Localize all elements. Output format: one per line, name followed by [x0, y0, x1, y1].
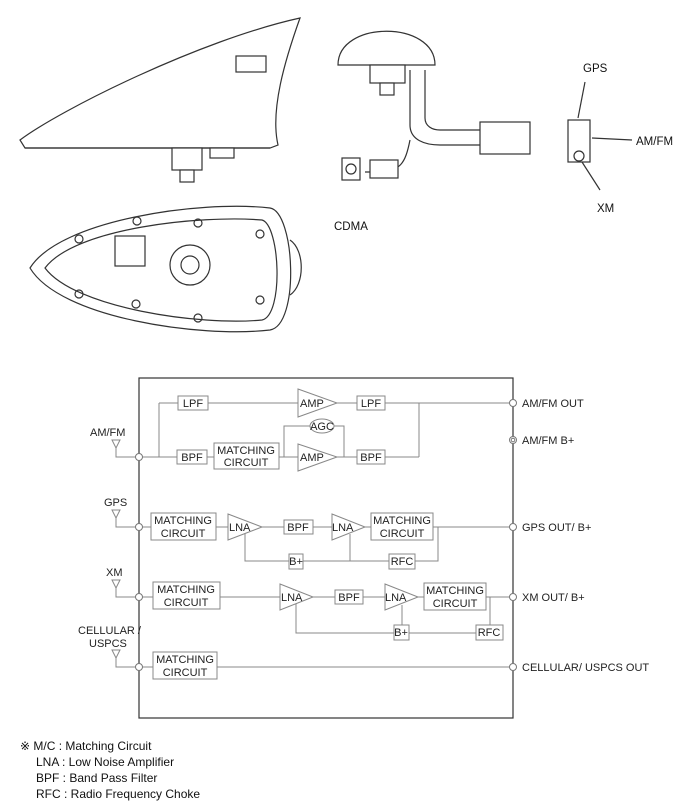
svg-text:B+: B+ [394, 627, 408, 639]
legend-item: RFC : Radio Frequency Choke [36, 787, 200, 801]
lpf-block: LPF [177, 395, 209, 411]
svg-text:BPF: BPF [360, 452, 382, 464]
lna-block: LNA [331, 513, 367, 541]
svg-text:LNA: LNA [385, 592, 407, 604]
cdma-connector-label: CDMA [334, 221, 368, 233]
bpf-block: BPF [356, 449, 386, 465]
antenna-bottom-view [29, 205, 302, 333]
legend-item: BPF : Band Pass Filter [36, 771, 157, 785]
legend-item: ※ M/C : Matching Circuit [20, 739, 152, 753]
svg-text:RFC: RFC [391, 556, 414, 568]
agc-block: AGC [309, 418, 335, 434]
bpf-block: BPF [176, 449, 208, 465]
input-amfm-label: AM/FM [90, 427, 125, 439]
svg-text:BPF: BPF [287, 522, 309, 534]
b-plus-block: B+ [393, 624, 410, 641]
amp-block: AMP [297, 388, 339, 418]
lpf-block: LPF [356, 395, 386, 411]
svg-text:LNA: LNA [229, 522, 251, 534]
svg-text:MATCHING: MATCHING [156, 654, 214, 666]
svg-text:CIRCUIT: CIRCUIT [224, 457, 269, 469]
svg-text:CIRCUIT: CIRCUIT [380, 528, 425, 540]
legend: ※ M/C : Matching Circuit LNA : Low Noise… [20, 739, 200, 801]
svg-text:MATCHING: MATCHING [157, 584, 215, 596]
svg-text:MATCHING: MATCHING [373, 515, 431, 527]
svg-text:B+: B+ [289, 556, 303, 568]
output-amfm-label: AM/FM OUT [522, 398, 584, 410]
module-box [138, 377, 514, 719]
antenna-side-view [19, 17, 301, 183]
svg-text:LNA: LNA [281, 592, 303, 604]
rfc-block: RFC [388, 553, 416, 570]
lna-block: LNA [384, 583, 420, 611]
amfm-connector-label: AM/FM [636, 136, 673, 148]
svg-text:AMP: AMP [300, 452, 324, 464]
svg-text:LPF: LPF [183, 398, 203, 410]
output-gps-label: GPS OUT/ B+ [522, 522, 591, 534]
rfc-block: RFC [475, 624, 504, 641]
svg-text:RFC: RFC [478, 627, 501, 639]
block-diagram: AM/FM GPS XM CELLULAR / USPCS LPF AMP LP… [78, 377, 649, 719]
lna-block: LNA [279, 583, 315, 611]
svg-text:CIRCUIT: CIRCUIT [433, 598, 478, 610]
svg-text:MATCHING: MATCHING [426, 585, 484, 597]
legend-item: LNA : Low Noise Amplifier [36, 755, 174, 769]
output-xm-label: XM OUT/ B+ [522, 592, 585, 604]
svg-text:BPF: BPF [181, 452, 203, 464]
input-uspcs-label: USPCS [89, 638, 127, 650]
b-plus-block: B+ [288, 553, 304, 570]
svg-text:AMP: AMP [300, 398, 324, 410]
input-gps-label: GPS [104, 497, 127, 509]
svg-text:CIRCUIT: CIRCUIT [163, 667, 208, 679]
svg-text:CIRCUIT: CIRCUIT [164, 597, 209, 609]
bpf-block: BPF [334, 589, 364, 605]
svg-text:BPF: BPF [338, 592, 360, 604]
svg-text:MATCHING: MATCHING [217, 445, 275, 457]
svg-text:MATCHING: MATCHING [154, 515, 212, 527]
bpf-block: BPF [283, 519, 314, 535]
gps-connector-label: GPS [583, 63, 608, 75]
output-cellular-label: CELLULAR/ USPCS OUT [522, 662, 649, 674]
input-cellular-label: CELLULAR / [78, 625, 142, 637]
xm-connector-label: XM [597, 203, 614, 215]
amp-block: AMP [297, 443, 339, 472]
svg-text:AGC: AGC [310, 421, 334, 433]
svg-text:LNA: LNA [332, 522, 354, 534]
svg-text:LPF: LPF [361, 398, 381, 410]
antenna-cable-assembly: GPS AM/FM XM CDMA [334, 30, 673, 233]
output-amfm-bplus-label: AM/FM B+ [522, 435, 574, 447]
svg-text:CIRCUIT: CIRCUIT [161, 528, 206, 540]
input-xm-label: XM [106, 567, 123, 579]
lna-block: LNA [227, 513, 264, 541]
